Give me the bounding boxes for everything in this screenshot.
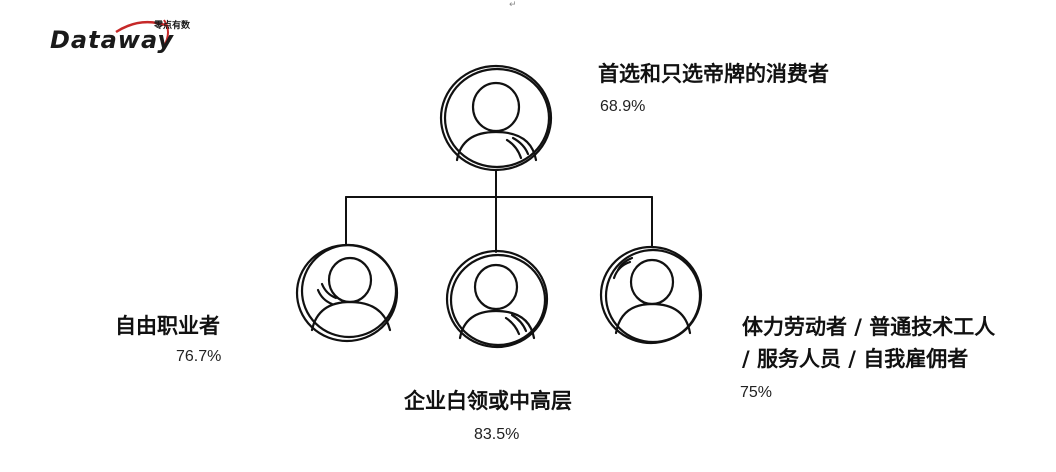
freelancer-label: 自由职业者 bbox=[115, 314, 220, 338]
paragraph-mark: ↵ bbox=[509, 0, 517, 10]
root-label: 首选和只选帝牌的消费者 bbox=[598, 62, 829, 86]
logo-subtitle: 零点有数 bbox=[154, 21, 191, 31]
root-percentage: 68.9% bbox=[600, 98, 646, 115]
avatar-icon-white-collar bbox=[445, 249, 549, 349]
logo-swoosh-icon bbox=[115, 19, 169, 47]
avatar-icon-root bbox=[439, 64, 553, 172]
freelancer-percentage: 76.7% bbox=[176, 348, 222, 365]
labor-label-line1: 体力劳动者 / 普通技术工人 bbox=[742, 315, 996, 339]
labor-label-line2: / 服务人员 / 自我雇佣者 bbox=[742, 347, 969, 371]
avatar-icon-labor bbox=[599, 245, 703, 345]
white-collar-percentage: 83.5% bbox=[474, 426, 520, 443]
logo-text: Dataway bbox=[50, 26, 175, 54]
white-collar-label: 企业白领或中高层 bbox=[404, 389, 572, 413]
labor-percentage: 75% bbox=[740, 384, 773, 401]
avatar-icon-freelancer bbox=[295, 243, 399, 343]
logo: Dataway 零点有数 bbox=[46, 12, 196, 62]
